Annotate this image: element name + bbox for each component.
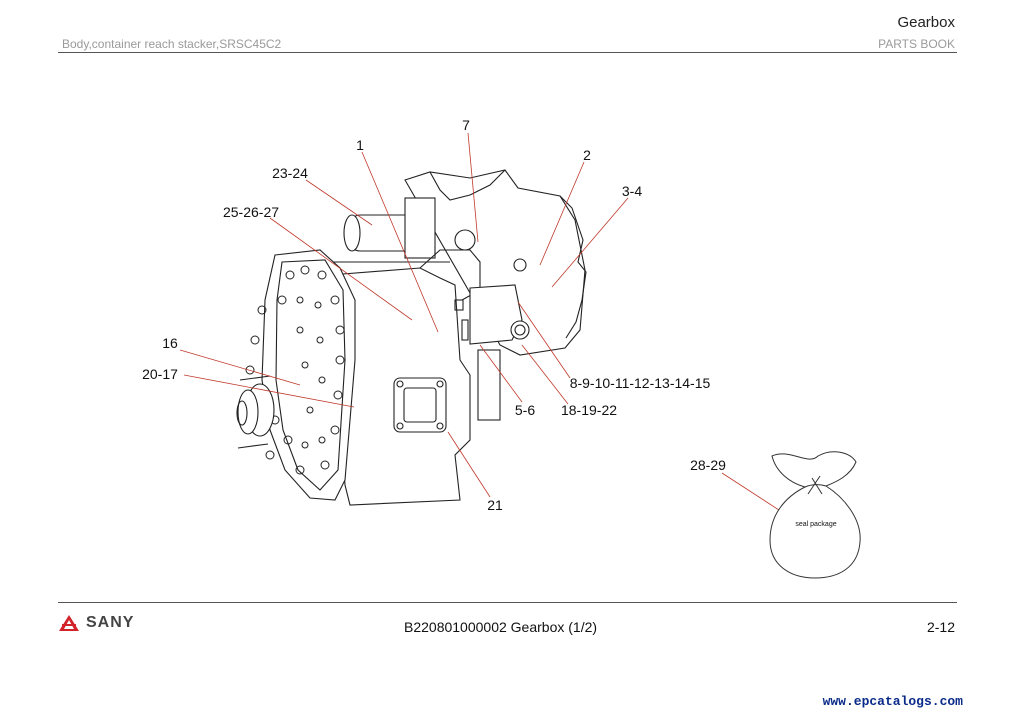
leader-lines — [179, 132, 783, 513]
machine-name: Body,container reach stacker,SRSC45C2 — [62, 37, 282, 51]
sany-logo: SANY — [58, 614, 134, 632]
callout-21: 21 — [487, 497, 503, 513]
header-rule — [58, 52, 957, 53]
callout-8-15: 8-9-10-11-12-13-14-15 — [570, 375, 711, 391]
part-code: B220801000002 Gearbox (1/2) — [404, 619, 598, 635]
callout-28-29: 28-29 — [690, 457, 726, 473]
footer-rule — [58, 602, 957, 603]
seal-package-bag — [769, 451, 861, 579]
callout-7: 7 — [462, 117, 470, 133]
sany-logo-icon — [59, 615, 79, 631]
section-title: Gearbox — [897, 14, 955, 31]
callout-23-24: 23-24 — [272, 165, 308, 181]
callout-3-4: 3-4 — [622, 183, 642, 199]
gearbox-illustration — [236, 169, 587, 506]
seal-package-label: seal package — [795, 521, 836, 528]
brand-name: SANY — [86, 614, 135, 631]
callout-1: 1 — [356, 137, 364, 153]
callout-5-6: 5-6 — [515, 402, 535, 418]
callout-20-17: 20-17 — [142, 366, 178, 382]
watermark-link[interactable]: www.epcatalogs.com — [822, 694, 963, 709]
callout-25-26-27: 25-26-27 — [223, 204, 279, 220]
book-name: PARTS BOOK — [878, 37, 955, 51]
callout-16: 16 — [162, 335, 178, 351]
callout-18-19-22: 18-19-22 — [561, 402, 617, 418]
callout-2: 2 — [583, 147, 591, 163]
page-number: 2-12 — [926, 619, 955, 635]
